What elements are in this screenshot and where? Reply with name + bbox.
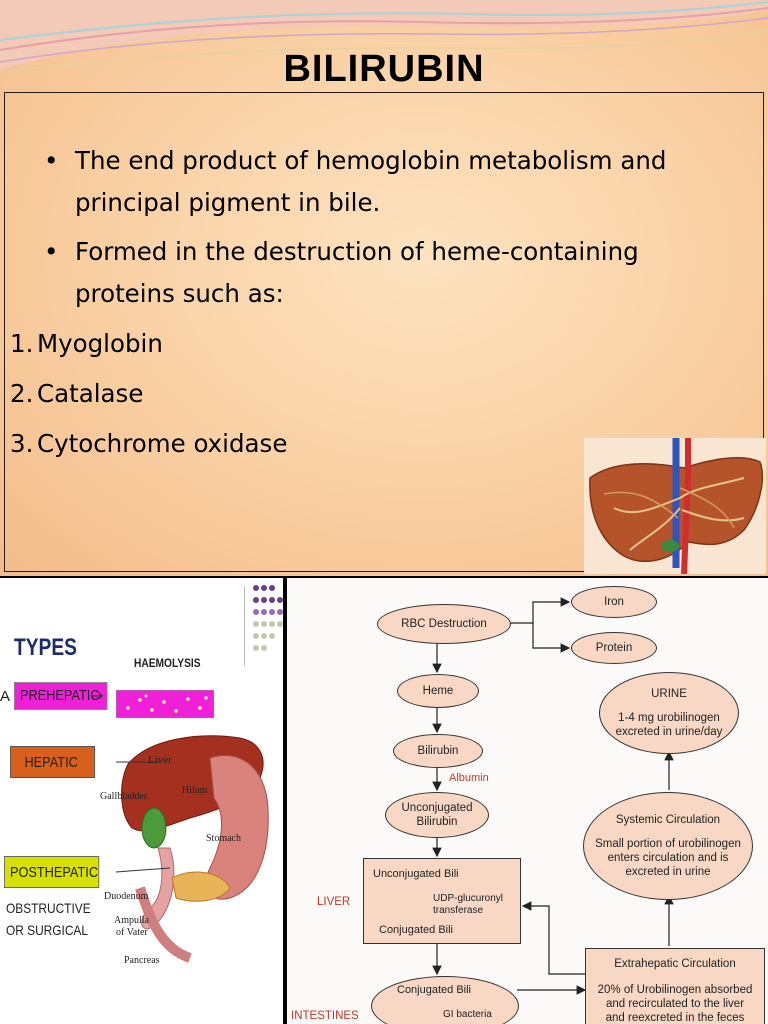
anatomy-label-gallbladder: Gallbladder [100, 791, 148, 802]
hepatic-box: HEPATIC [10, 746, 95, 778]
bullet-dot: • [44, 237, 59, 266]
extrahepatic-circulation-box: Extrahepatic Circulation 20% of Urobilin… [585, 948, 765, 1024]
slide-frame [4, 92, 764, 572]
slide-bilirubin: BILIRUBIN • The end product of hemoglobi… [0, 0, 768, 576]
item-number: 1. [10, 329, 34, 358]
liver-box-bottom-text: Conjugated Bili [379, 924, 453, 936]
anatomy-label-liver: Liver [148, 754, 172, 766]
label-liver: LIVER [317, 896, 351, 908]
arrow-icon: → [90, 686, 104, 705]
dot-grid-decoration [253, 585, 283, 651]
systemic-line: excreted in urine [625, 866, 711, 878]
urine-line: excreted in urine/day [615, 726, 723, 738]
anatomy-label-ampulla: Ampulla [114, 915, 149, 926]
label-intestines: INTESTINES [291, 1010, 359, 1022]
extrahepatic-line: and reexcreted in the feces [605, 1012, 745, 1024]
urine-line: 1-4 mg urobilinogen [618, 712, 720, 724]
extrahepatic-line: and recirculated to the liver [605, 998, 745, 1010]
anatomy-label-pancreas: Pancreas [124, 955, 160, 966]
label-albumin: Albumin [449, 772, 489, 784]
liver-box-top-text: Unconjugated Bili [373, 868, 459, 880]
systemic-line: enters circulation and is [607, 852, 729, 864]
numbered-item: 3. Cytochrome oxidase [4, 423, 742, 465]
item-number: 2. [10, 379, 34, 408]
anatomy-label-stomach: Stomach [206, 833, 241, 844]
jaundice-types-panel: TYPES HAEMOLYSIS A PREHEPATIC → HEPATIC … [0, 578, 283, 1024]
posthepatic-box: POSTHEPATIC [4, 856, 100, 888]
node-text-line: Bilirubin [416, 816, 458, 828]
udp-line-1: UDP-glucuronyl [433, 893, 504, 904]
vertical-rule [244, 586, 245, 666]
node-rbc-destruction: RBC Destruction [377, 604, 511, 644]
prefix-a: A [0, 688, 11, 705]
item-text: Cytochrome oxidase [37, 429, 288, 458]
digestive-anatomy-illustration [121, 735, 269, 963]
rbc-particles-box [116, 690, 214, 718]
node-iron: Iron [571, 586, 657, 618]
node-urine: URINE 1-4 mg urobilinogen excreted in ur… [599, 672, 739, 754]
systemic-line: Small portion of urobilinogen [595, 838, 741, 850]
bullet-dot: • [44, 146, 59, 175]
anatomy-label-of-vater: of Vater [116, 927, 148, 938]
extrahepatic-line: 20% of Urobilinogen absorbed [597, 984, 753, 996]
liver-illustration [584, 438, 766, 574]
haemolysis-label: HAEMOLYSIS [134, 656, 201, 670]
bilirubin-metabolism-flowchart: RBC Destruction Iron Protein Heme Biliru… [287, 578, 768, 1024]
node-conjugated-bili [371, 976, 519, 1024]
bullet-item: • Formed in the destruction of heme-cont… [42, 231, 742, 315]
numbered-item: 1. Myoglobin [4, 323, 742, 365]
liver-process-box [363, 858, 521, 944]
types-heading: TYPES [14, 634, 77, 661]
node-systemic-circulation: Systemic Circulation Small portion of ur… [583, 792, 753, 900]
node-bilirubin: Bilirubin [393, 734, 483, 768]
systemic-title: Systemic Circulation [615, 814, 721, 826]
obstructive-label: OBSTRUCTIVE [6, 900, 91, 916]
or-surgical-label: OR SURGICAL [6, 922, 88, 938]
prehepatic-box: PREHEPATIC [14, 682, 108, 710]
numbered-item: 2. Catalase [4, 373, 742, 415]
slide-swoosh-decoration [0, 0, 768, 73]
node-heme: Heme [397, 674, 479, 708]
node-unconjugated-bilirubin: Unconjugated Bilirubin [385, 792, 489, 838]
item-number: 3. [10, 429, 34, 458]
anatomy-label-duodenum: Duodenum [104, 891, 149, 902]
flowchart-connectors [418, 597, 674, 1024]
bullet-item: • The end product of hemoglobin metaboli… [42, 140, 742, 224]
item-text: Catalase [37, 379, 144, 408]
gi-bacteria-text: GI bacteria [443, 1009, 492, 1020]
bullet-text: Formed in the destruction of heme-contai… [75, 237, 639, 308]
conjugated-bili-text: Conjugated Bili [397, 984, 471, 996]
item-text: Myoglobin [37, 329, 163, 358]
extrahepatic-title: Extrahepatic Circulation [614, 958, 736, 970]
node-text-line: Unconjugated [401, 802, 473, 814]
slide-body: • The end product of hemoglobin metaboli… [10, 140, 742, 465]
anatomy-label-hilum: Hilum [182, 785, 208, 796]
bullet-text: The end product of hemoglobin metabolism… [75, 146, 667, 217]
node-protein: Protein [571, 632, 657, 664]
udp-line-2: transferase [433, 905, 484, 916]
slide-title: BILIRUBIN [283, 48, 485, 90]
urine-title: URINE [651, 688, 687, 700]
